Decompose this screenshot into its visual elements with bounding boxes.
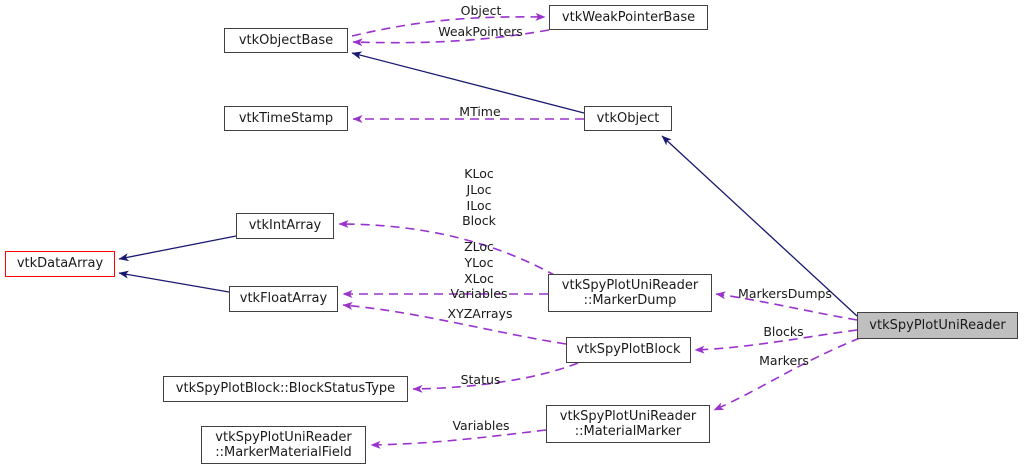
class-node-vtkFloatArray[interactable]: vtkFloatArray [229, 286, 338, 312]
class-node-blockStatusType[interactable]: vtkSpyPlotBlock::BlockStatusType [163, 376, 408, 402]
edge-label-zloc: ZLoc YLoc XLoc Variables [450, 239, 508, 302]
edge-label-mtime: MTime [459, 104, 501, 119]
edge-label-markers: Markers [759, 353, 809, 368]
edge-label-markersdumps: MarkersDumps [738, 286, 832, 301]
class-node-vtkObject[interactable]: vtkObject [584, 106, 672, 131]
class-node-vtkIntArray[interactable]: vtkIntArray [236, 213, 334, 239]
edge-label-blocks: Blocks [763, 324, 804, 339]
class-node-vtkObjectBase[interactable]: vtkObjectBase [224, 28, 348, 53]
class-node-vtkWeakPointerBase[interactable]: vtkWeakPointerBase [549, 5, 708, 30]
class-node-vtkTimeStamp[interactable]: vtkTimeStamp [224, 106, 348, 131]
class-node-vtkSpyPlotBlock[interactable]: vtkSpyPlotBlock [566, 337, 691, 363]
edge-label-weakpointers: WeakPointers [438, 24, 523, 39]
class-node-materialMarker[interactable]: vtkSpyPlotUniReader ::MaterialMarker [546, 405, 710, 443]
class-node-markerDump[interactable]: vtkSpyPlotUniReader ::MarkerDump [548, 274, 712, 312]
class-node-vtkSpyPlotUniReader[interactable]: vtkSpyPlotUniReader [857, 312, 1018, 339]
edge-label-variables-bot: Variables [452, 418, 510, 433]
usage-edges [338, 12, 861, 449]
class-node-vtkDataArray[interactable]: vtkDataArray [5, 251, 115, 277]
edge-label-object: Object [460, 3, 502, 18]
edge-label-status: Status [460, 372, 501, 387]
edge-label-kloc: KLoc JLoc ILoc Block [462, 166, 496, 229]
edge-label-xyzarrays: XYZArrays [447, 306, 513, 321]
inheritance-edges [118, 51, 858, 317]
class-node-markerMaterialField[interactable]: vtkSpyPlotUniReader ::MarkerMaterialFiel… [201, 426, 366, 464]
